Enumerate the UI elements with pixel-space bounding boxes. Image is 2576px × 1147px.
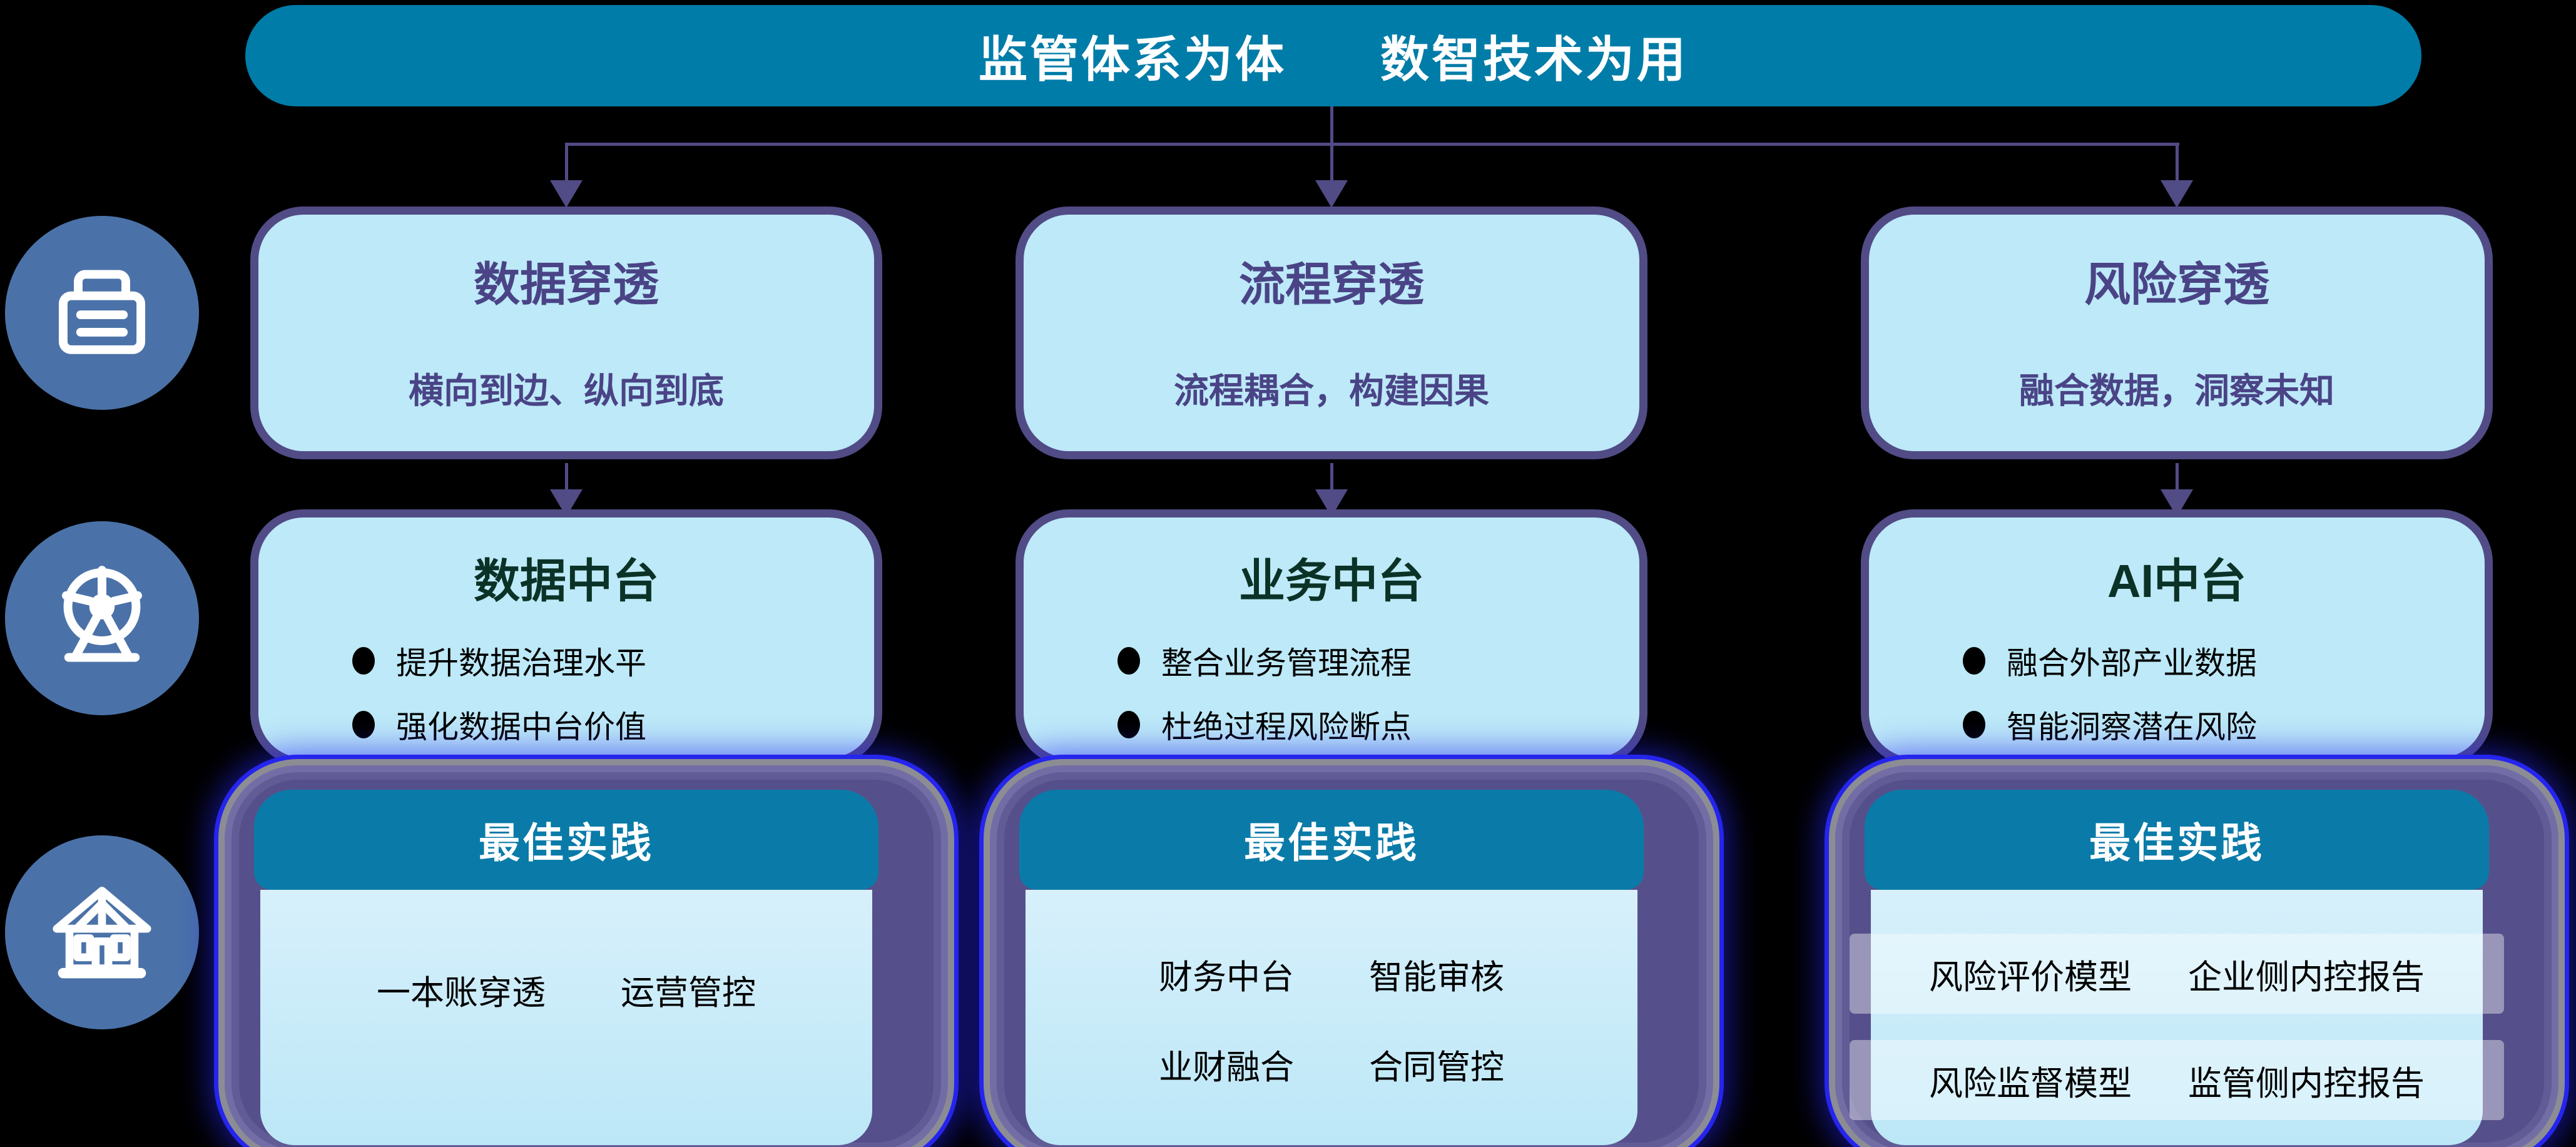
arrow-down-icon: [1315, 180, 1348, 208]
connector-drop-col1: [565, 143, 568, 181]
practice-item: 企业侧内控报告: [2188, 958, 2425, 996]
icon-circle-data: [5, 216, 199, 410]
platform-title: 数据中台: [474, 555, 659, 607]
connector-drop-col2: [1330, 143, 1333, 181]
practice-item: 一本账穿透: [377, 974, 546, 1012]
bullet-label: 强化数据中台价值: [396, 710, 646, 745]
practice-row: 财务中台 智能审核: [1026, 949, 1637, 999]
platform-card: 业务中台 整合业务管理流程 杜绝过程风险断点: [1016, 509, 1647, 766]
penetration-card: 数据穿透 横向到边、纵向到底: [250, 206, 882, 459]
penetration-subtitle: 横向到边、纵向到底: [409, 371, 724, 410]
bullet-dot-icon: [352, 647, 375, 675]
connector-col3-mid: [2176, 463, 2179, 492]
bullet-label: 智能洞察潜在风险: [2007, 710, 2257, 745]
penetration-subtitle: 融合数据，洞察未知: [2019, 371, 2334, 410]
platform-bullet-list: 整合业务管理流程 杜绝过程风险断点: [1024, 638, 1639, 747]
practice-item: 风险监督模型: [1929, 1064, 2132, 1103]
bullet-item: 融合外部产业数据: [1963, 638, 2485, 683]
practice-title: 最佳实践: [2089, 820, 2264, 866]
platform-bullet-list: 融合外部产业数据 智能洞察潜在风险: [1869, 638, 2485, 747]
connector-banner-stem: [1330, 106, 1333, 144]
practice-item: 合同管控: [1369, 1049, 1504, 1086]
bullet-item: 整合业务管理流程: [1117, 638, 1639, 683]
bullet-dot-icon: [1117, 647, 1140, 675]
practice-item: 运营管控: [621, 974, 756, 1012]
banner-text-left: 监管体系为体: [978, 32, 1286, 87]
practice-item: 智能审核: [1369, 959, 1504, 996]
bullet-dot-icon: [352, 711, 375, 738]
connector-drop-col3: [2176, 143, 2179, 181]
house-icon: [43, 872, 161, 994]
practice-header: 最佳实践: [1865, 790, 2489, 890]
arrow-down-icon: [550, 180, 583, 208]
connector-col1-mid: [565, 463, 568, 492]
penetration-card: 风险穿透 融合数据，洞察未知: [1861, 206, 2493, 459]
connector-distribution-line: [565, 143, 2179, 146]
bullet-item: 提升数据治理水平: [352, 638, 874, 683]
practice-title: 最佳实践: [479, 820, 654, 866]
practice-body: 一本账穿透 运营管控: [260, 890, 872, 1145]
bullet-label: 杜绝过程风险断点: [1161, 710, 1412, 745]
penetration-title: 数据穿透: [474, 258, 659, 310]
penetration-card: 流程穿透 流程耦合，构建因果: [1016, 206, 1647, 459]
practice-row: 风险监督模型 监管侧内控报告: [1850, 1040, 2504, 1120]
bullet-label: 融合外部产业数据: [2007, 646, 2257, 681]
banner-text-right: 数智技术为用: [1380, 32, 1689, 87]
connector-col2-mid: [1330, 463, 1333, 492]
practice-item: 业财融合: [1159, 1049, 1294, 1086]
archive-box-icon: [43, 252, 161, 374]
practice-item: 风险评价模型: [1929, 958, 2132, 996]
platform-bullet-list: 提升数据治理水平 强化数据中台价值: [258, 638, 874, 747]
bullet-label: 提升数据治理水平: [396, 646, 646, 681]
ferris-wheel-icon: [43, 558, 161, 680]
bullet-dot-icon: [1117, 711, 1140, 738]
platform-title: 业务中台: [1239, 555, 1424, 607]
practice-row: 业财融合 合同管控: [1026, 1039, 1637, 1089]
penetration-subtitle: 流程耦合，构建因果: [1174, 371, 1489, 410]
arrow-down-icon: [2161, 180, 2193, 208]
platform-title: AI中台: [2107, 555, 2246, 607]
practice-body: 财务中台 智能审核 业财融合 合同管控: [1026, 890, 1637, 1145]
platform-card: AI中台 融合外部产业数据 智能洞察潜在风险: [1861, 509, 2493, 766]
practice-header: 最佳实践: [254, 790, 878, 890]
bullet-label: 整合业务管理流程: [1161, 646, 1412, 681]
bullet-item: 智能洞察潜在风险: [1963, 702, 2485, 747]
practice-body: 风险评价模型 企业侧内控报告 风险监督模型 监管侧内控报告: [1850, 890, 2504, 1145]
bullet-item: 强化数据中台价值: [352, 702, 874, 747]
practice-row: 风险评价模型 企业侧内控报告: [1850, 934, 2504, 1014]
bullet-item: 杜绝过程风险断点: [1117, 702, 1639, 747]
practice-row: 一本账穿透 运营管控: [260, 965, 872, 1014]
practice-item: 监管侧内控报告: [2188, 1064, 2425, 1103]
banner: 监管体系为体 数智技术为用: [245, 5, 2421, 106]
practice-item: 财务中台: [1159, 959, 1294, 996]
bullet-dot-icon: [1963, 711, 1985, 738]
penetration-title: 流程穿透: [1239, 258, 1424, 310]
platform-card: 数据中台 提升数据治理水平 强化数据中台价值: [250, 509, 882, 766]
bullet-dot-icon: [1963, 647, 1985, 675]
penetration-title: 风险穿透: [2084, 258, 2269, 310]
icon-circle-practice: [5, 835, 199, 1029]
practice-header: 最佳实践: [1019, 790, 1644, 890]
practice-title: 最佳实践: [1244, 820, 1419, 866]
icon-circle-platform: [5, 521, 199, 715]
